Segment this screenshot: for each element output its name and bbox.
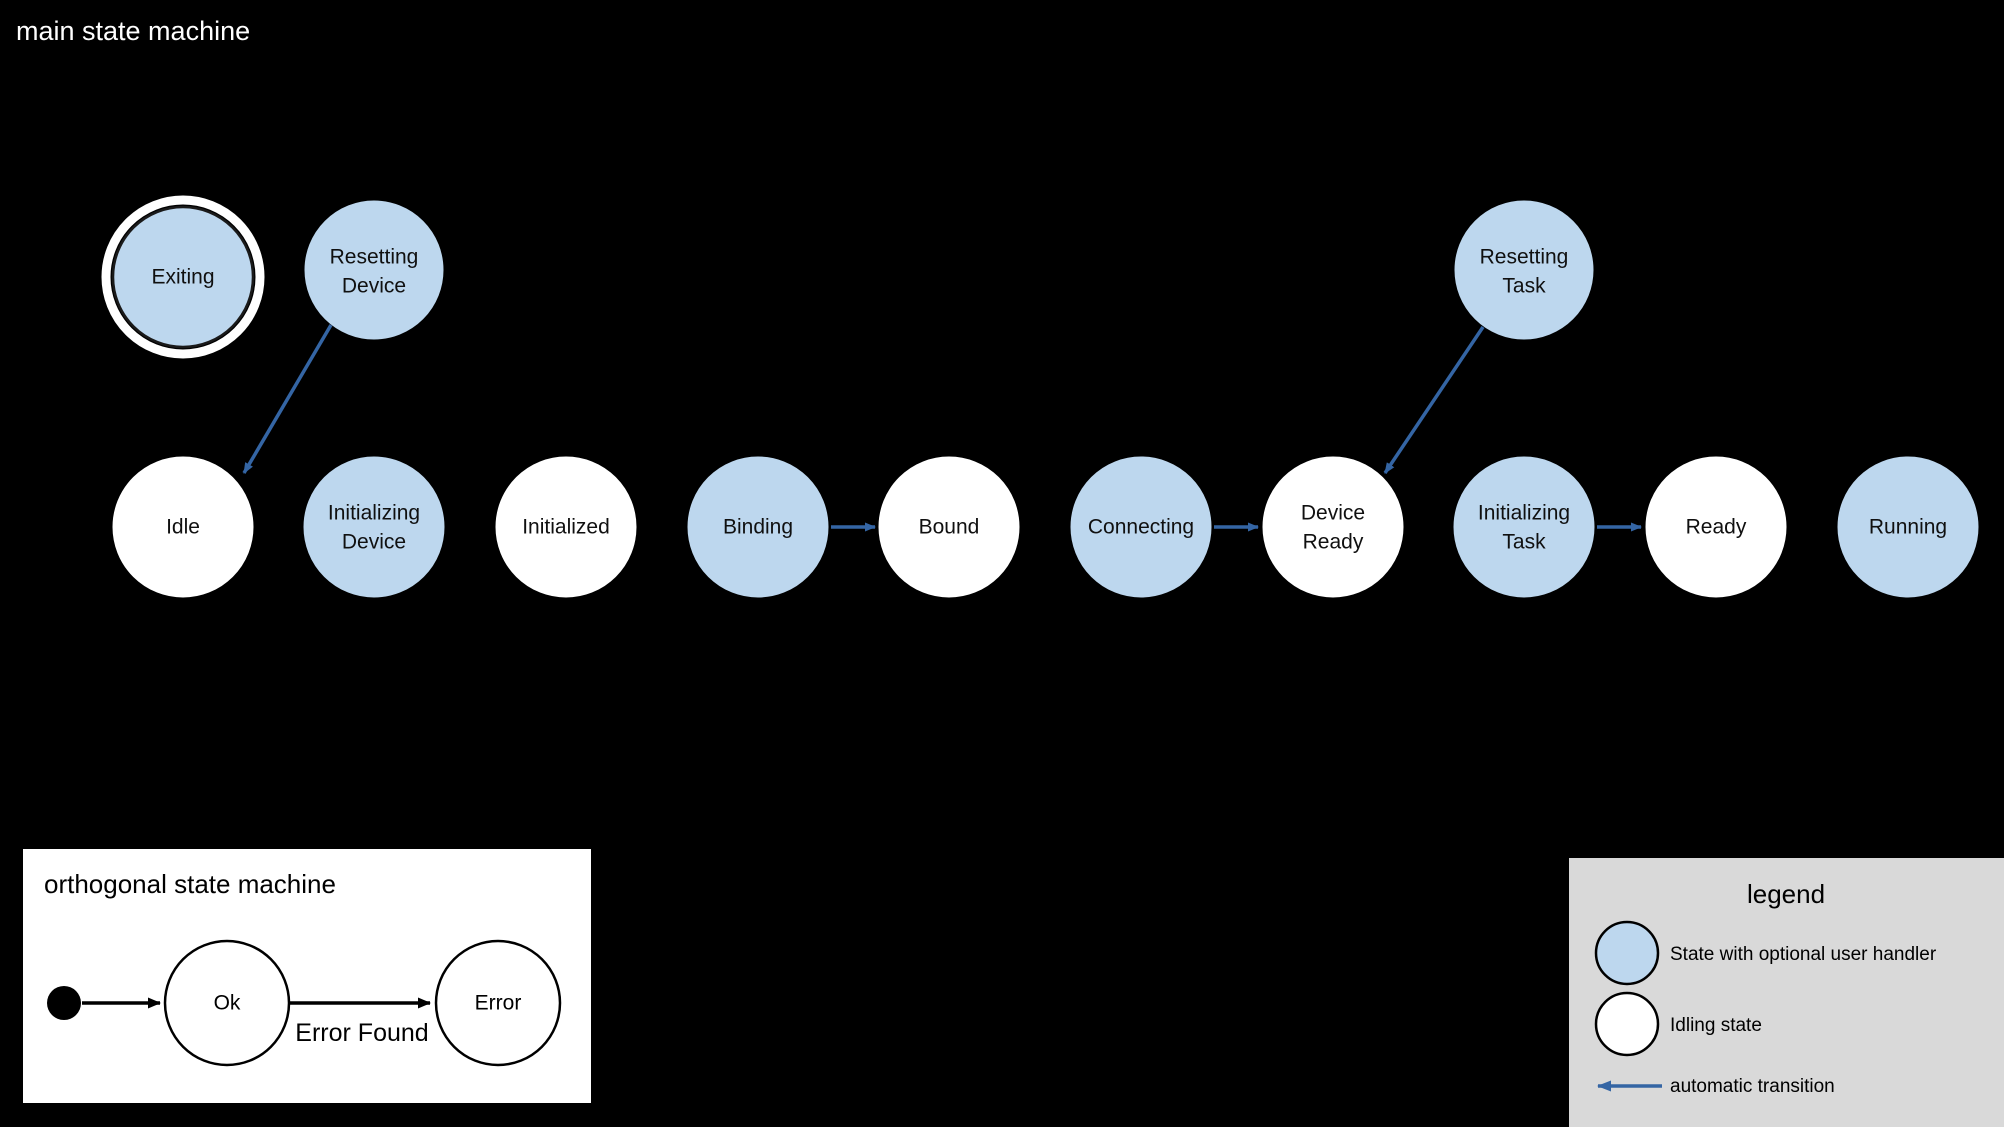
page-title: main state machine [16, 16, 250, 46]
ortho-state-label-ok: Ok [214, 992, 241, 1015]
state-circle [303, 456, 445, 598]
state-node-running[interactable]: Running [1837, 456, 1979, 598]
state-label-device-ready-line1: Device [1301, 502, 1365, 525]
state-label-resetting-task-line1: Resetting [1480, 246, 1569, 269]
state-node-ready[interactable]: Ready [1645, 456, 1787, 598]
legend-label-handler-state: State with optional user handler [1670, 944, 1937, 965]
state-circle [1453, 456, 1595, 598]
state-node-initializing-device[interactable]: Initializing Device [303, 456, 445, 598]
state-label-idle: Idle [166, 516, 200, 539]
state-label-initializing-device-line1: Initializing [328, 502, 420, 525]
state-label-bound: Bound [919, 516, 980, 539]
state-node-binding[interactable]: Binding [687, 456, 829, 598]
state-node-device-ready[interactable]: Device Ready [1262, 456, 1404, 598]
ortho-state-node-ok[interactable]: Ok [163, 939, 291, 1067]
state-node-resetting-device[interactable]: Resetting Device [304, 200, 444, 340]
state-label-ready: Ready [1686, 516, 1747, 539]
state-circle [111, 205, 255, 349]
state-circle [163, 939, 291, 1067]
legend-item-automatic-transition: automatic transition [1597, 1076, 1835, 1097]
edge-resetting-device-to-idle [242, 324, 333, 474]
final-state-outer-ring [101, 195, 265, 359]
legend-item-idling-state: Idling state [1594, 991, 1762, 1057]
edge-resetting-task-to-device-ready [1383, 326, 1485, 474]
state-label-resetting-device-line1: Resetting [330, 246, 419, 269]
legend-label-idling-state: Idling state [1670, 1015, 1762, 1036]
state-circle [1262, 456, 1404, 598]
state-label-exiting: Exiting [151, 266, 214, 289]
orthogonal-panel-title: orthogonal state machine [44, 869, 336, 899]
state-circle [878, 456, 1020, 598]
state-label-device-ready-line2: Ready [1303, 531, 1364, 554]
state-circle [687, 456, 829, 598]
state-circle [304, 200, 444, 340]
ortho-state-node-error[interactable]: Error [434, 939, 562, 1067]
state-label-running: Running [1869, 516, 1947, 539]
state-label-initialized: Initialized [522, 516, 610, 539]
state-node-idle[interactable]: Idle [112, 456, 254, 598]
edge-label-error-found: Error Found [295, 1019, 428, 1047]
legend-handler-state-icon [1594, 920, 1660, 986]
state-label-resetting-device-line2: Device [342, 275, 406, 298]
state-node-initializing-task[interactable]: Initializing Task [1453, 456, 1595, 598]
ortho-state-label-error: Error [475, 992, 522, 1015]
state-node-connecting[interactable]: Connecting [1070, 456, 1212, 598]
state-label-initializing-task-line2: Task [1502, 531, 1546, 554]
state-circle [1837, 456, 1979, 598]
state-circle [1454, 200, 1594, 340]
state-circle [1070, 456, 1212, 598]
state-label-initializing-task-line1: Initializing [1478, 502, 1570, 525]
state-circle [434, 939, 562, 1067]
state-circle [112, 456, 254, 598]
state-node-initialized[interactable]: Initialized [495, 456, 637, 598]
state-node-exiting[interactable]: Exiting [101, 195, 265, 359]
legend-item-handler-state: State with optional user handler [1594, 920, 1937, 986]
legend-panel-background [1569, 858, 2004, 1127]
state-label-connecting: Connecting [1088, 516, 1194, 539]
state-node-resetting-task[interactable]: Resetting Task [1454, 200, 1594, 340]
state-label-initializing-device-line2: Device [342, 531, 406, 554]
orthogonal-state-machine-panel: orthogonal state machine Ok Error Found … [21, 847, 593, 1105]
initial-state-dot[interactable] [47, 986, 81, 1020]
state-label-binding: Binding [723, 516, 793, 539]
state-label-resetting-task-line2: Task [1502, 275, 1546, 298]
state-circle [495, 456, 637, 598]
legend-idling-state-icon [1594, 991, 1660, 1057]
main-edges [242, 324, 1642, 532]
state-node-bound[interactable]: Bound [878, 456, 1020, 598]
legend-panel: legend State with optional user handler … [1569, 858, 2004, 1127]
legend-title: legend [1747, 879, 1825, 909]
state-circle [1645, 456, 1787, 598]
legend-label-automatic-transition: automatic transition [1670, 1076, 1835, 1097]
